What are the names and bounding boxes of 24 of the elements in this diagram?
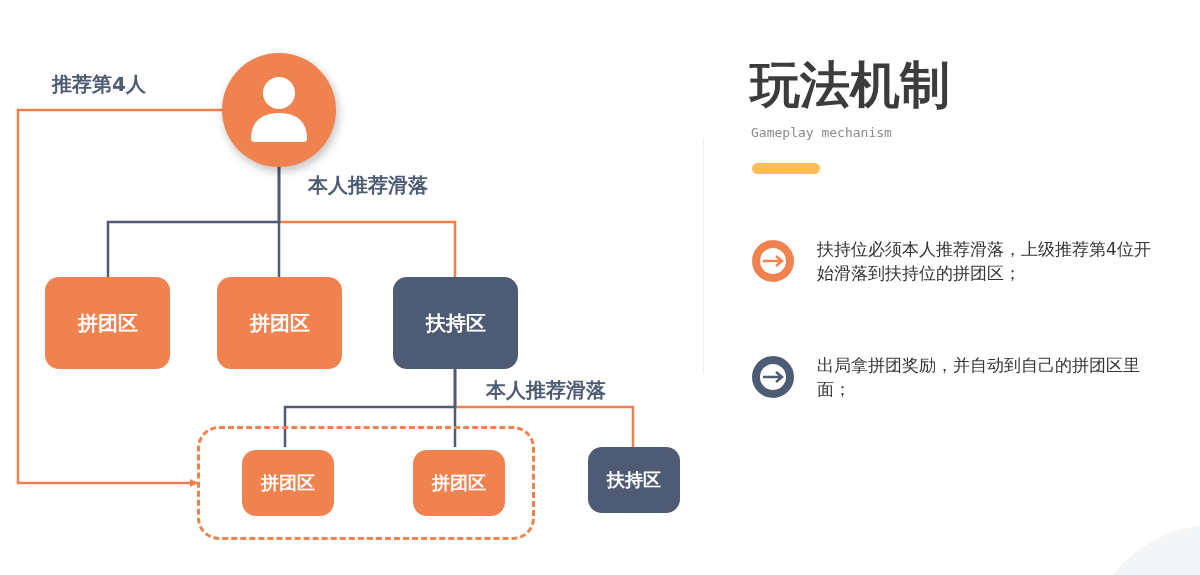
- zone-label: 拼团区: [77, 309, 138, 337]
- edge-label: 本人推荐滑落: [484, 377, 608, 404]
- connector-line: [277, 167, 281, 277]
- bullet-text: 出局拿拼团奖励，并自动到自己的拼团区里面；: [817, 354, 1141, 401]
- zone-label: 拼团区: [249, 309, 310, 337]
- subtitle: Gameplay mechanism: [751, 125, 892, 140]
- bullet-text: 扶持位必须本人推荐滑落，上级推荐第4位开始滑落到扶持位的拼团区；: [817, 238, 1152, 285]
- zone-box: [393, 277, 518, 369]
- person-circle: [222, 53, 336, 167]
- connector-line: [453, 369, 457, 447]
- zone-label: 扶持区: [607, 468, 661, 492]
- arrow: [16, 108, 222, 487]
- edge-label: 推荐第4人: [50, 71, 148, 98]
- edge-label: 本人推荐滑落: [306, 172, 430, 199]
- zone-label: 拼团区: [261, 471, 315, 495]
- zone-box: [588, 447, 680, 513]
- dashed-group-box: [197, 426, 535, 540]
- zone-box: [45, 277, 170, 369]
- zone-box: [242, 450, 334, 516]
- heading: 玩法机制: [750, 55, 950, 116]
- zone-label: 拼团区: [432, 471, 486, 495]
- zone-box: [217, 277, 342, 369]
- zone-label: 扶持区: [425, 309, 486, 337]
- zone-box: [413, 450, 505, 516]
